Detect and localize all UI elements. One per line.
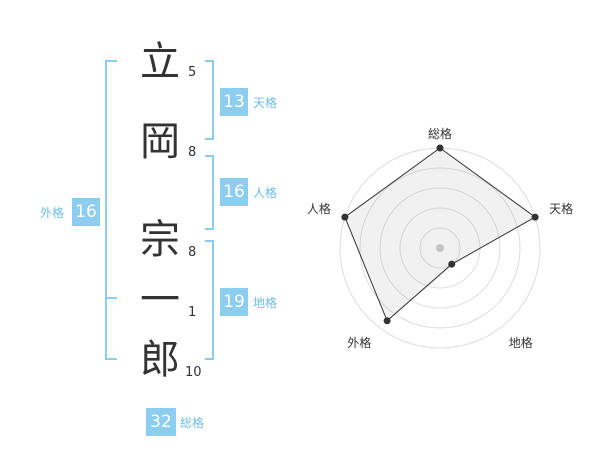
chikaku-label: 地格 xyxy=(253,296,278,310)
name-char-2: 岡 xyxy=(140,119,180,165)
chikaku-bracket-top xyxy=(205,240,214,242)
soukaku-label: 総格 xyxy=(180,416,205,430)
radar-axis-label-1: 総格 xyxy=(428,126,452,141)
gaikaku-bracket-spine xyxy=(105,60,107,360)
name-char-4: 一 xyxy=(140,277,180,323)
name-char-3: 宗 xyxy=(140,217,180,263)
tenkaku-value-badge: 13 xyxy=(220,88,248,116)
radar-axis-label-3: 地格 xyxy=(509,335,533,350)
tenkaku-bracket-bottom xyxy=(205,138,214,140)
chikaku-value-badge: 19 xyxy=(220,288,248,316)
radar-point-2 xyxy=(531,213,539,221)
radar-point-5 xyxy=(341,213,349,221)
radar-series-polygon xyxy=(344,147,537,322)
gaikaku-bracket-bottom xyxy=(105,358,117,360)
gaikaku-bracket-top xyxy=(105,60,117,62)
gaikaku-value-badge: 16 xyxy=(72,198,100,226)
stroke-count-5: 10 xyxy=(185,365,202,380)
stroke-count-2: 8 xyxy=(188,145,197,160)
radar-point-1 xyxy=(436,144,444,152)
jinkaku-label: 人格 xyxy=(253,186,278,200)
radar-point-4 xyxy=(383,317,391,325)
radar-grid-ring-4 xyxy=(359,167,521,329)
soukaku-value-badge: 32 xyxy=(146,408,176,436)
gaikaku-label: 外格 xyxy=(40,206,65,220)
radar-center-dot xyxy=(436,244,444,252)
jinkaku-bracket-top xyxy=(205,155,214,157)
tenkaku-bracket-spine xyxy=(212,60,214,140)
stroke-count-3: 8 xyxy=(188,245,197,260)
jinkaku-value-badge: 16 xyxy=(220,178,248,206)
stroke-count-1: 5 xyxy=(188,65,197,80)
chikaku-bracket-bottom xyxy=(205,358,214,360)
tenkaku-bracket-top xyxy=(205,60,214,62)
stroke-count-4: 1 xyxy=(188,305,197,320)
radar-axis-label-4: 外格 xyxy=(347,335,371,350)
radar-grid-ring-3 xyxy=(379,187,501,309)
radar-point-3 xyxy=(448,260,456,268)
name-char-5: 郎 xyxy=(140,337,180,383)
tenkaku-label: 天格 xyxy=(253,96,278,110)
gaikaku-bracket-split xyxy=(105,297,117,299)
chikaku-bracket-spine xyxy=(212,240,214,360)
jinkaku-bracket-bottom xyxy=(205,228,214,230)
jinkaku-bracket-spine xyxy=(212,155,214,230)
radar-axis-label-5: 人格 xyxy=(307,201,331,216)
radar-grid-ring-1 xyxy=(419,227,461,269)
radar-axis-label-2: 天格 xyxy=(549,201,573,216)
name-char-1: 立 xyxy=(140,39,180,85)
